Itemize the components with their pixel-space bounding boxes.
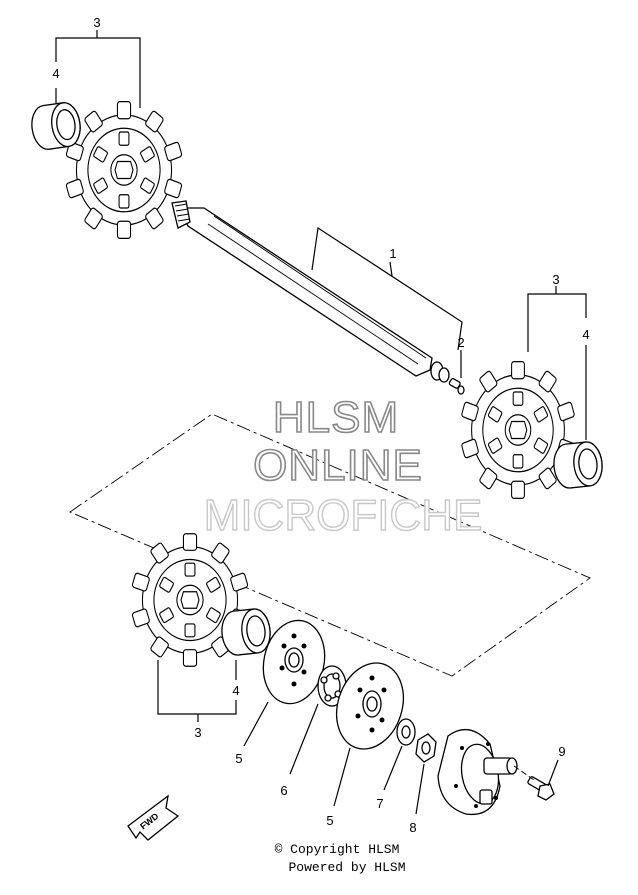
- leader-5a: [243, 701, 269, 747]
- watermark-line-2: ONLINE: [253, 441, 423, 490]
- callout-8-nut: 8: [409, 820, 416, 835]
- copyright-text: © Copyright HLSM: [274, 842, 400, 857]
- plate-5b: [336, 662, 404, 750]
- watermark-line-3: MICROFICHE: [204, 491, 483, 540]
- callout-3-bottom: 3: [194, 725, 201, 740]
- callout-4-bottom: 4: [232, 683, 239, 698]
- leader-8: [415, 763, 425, 815]
- bracket-3-right: [527, 293, 587, 352]
- leader-5b: [333, 747, 351, 807]
- leader-6: [289, 703, 319, 775]
- hub-flange: [437, 728, 518, 816]
- callout-7-washer: 7: [376, 796, 383, 811]
- nut-8: [415, 733, 437, 763]
- bracket-3-top-left: [55, 37, 141, 108]
- callout-3-right: 3: [552, 272, 559, 287]
- plate-5a: [262, 619, 326, 705]
- callout-5-plate-a: 5: [235, 751, 242, 766]
- drive-shaft: [171, 200, 450, 383]
- leader-1: [389, 261, 393, 277]
- assembly-outline: [69, 413, 591, 677]
- leader-9: [547, 759, 559, 787]
- callout-1-shaft: 1: [389, 246, 396, 261]
- bearing-top-left: [28, 100, 84, 152]
- bearing-bottom: [219, 606, 273, 658]
- leader-7: [383, 745, 403, 791]
- callout-6-bearing: 6: [280, 783, 287, 798]
- callout-4-right: 4: [582, 327, 589, 342]
- bracket-3-bottom: [157, 660, 237, 715]
- bolt-9: [527, 776, 555, 801]
- bearing-right: [551, 439, 605, 491]
- callout-5-plate-b: 5: [326, 813, 333, 828]
- callout-3-top-left: 3: [93, 15, 100, 30]
- watermark-line-1: HLSM: [273, 393, 399, 442]
- callout-4-top-left: 4: [52, 66, 59, 81]
- powered-by-text: Powered by HLSM: [288, 860, 406, 875]
- washer-7: [396, 718, 416, 746]
- bolt-axis: [513, 765, 535, 781]
- callout-9-bolt: 9: [558, 744, 565, 759]
- bracket-1-shaft: [311, 226, 463, 351]
- pin-2: [448, 377, 465, 395]
- callout-2-pin: 2: [457, 335, 464, 350]
- sprocket-top-left: [65, 100, 183, 240]
- fwd-arrow-icon: FWD: [127, 794, 180, 841]
